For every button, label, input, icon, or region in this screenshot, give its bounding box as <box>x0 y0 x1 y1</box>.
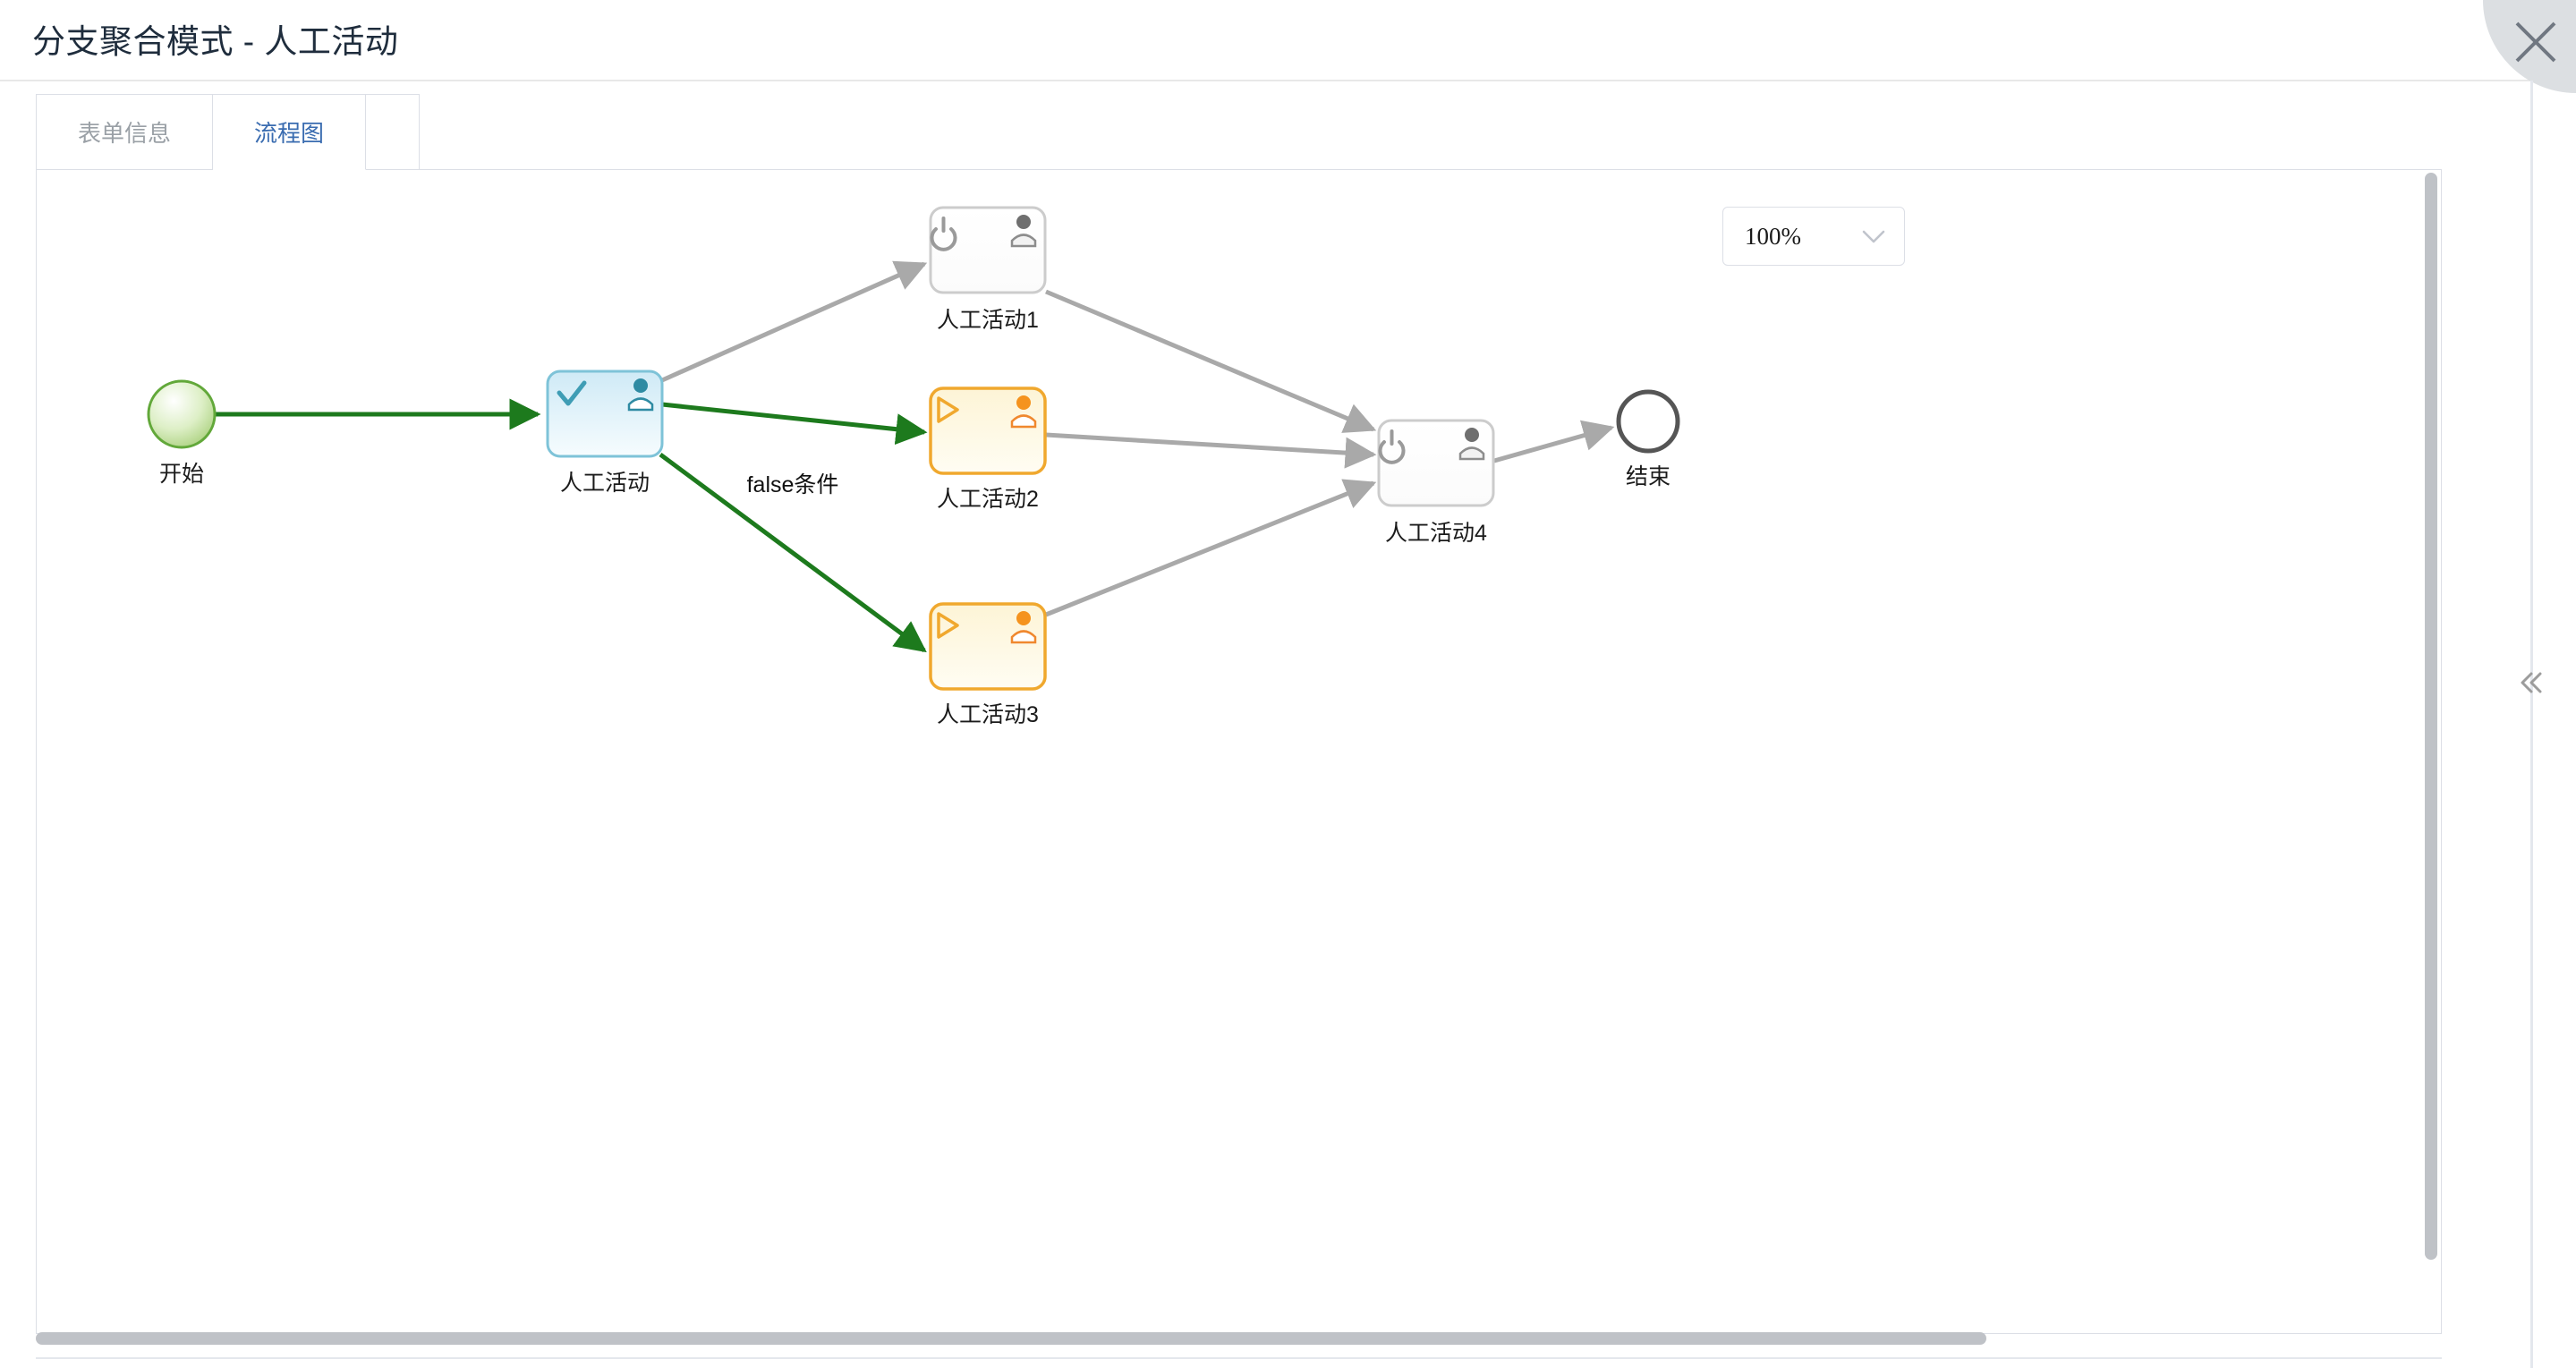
user-icon <box>1010 395 1037 429</box>
node-task-4[interactable] <box>1377 419 1495 507</box>
node-task-main[interactable] <box>546 370 664 458</box>
tab-flow-chart[interactable]: 流程图 <box>213 94 367 170</box>
edge-task-4-to-end <box>1493 420 1615 463</box>
workflow-diagram <box>147 206 1680 691</box>
chevron-down-icon <box>1861 228 1886 251</box>
power-icon <box>1378 429 1406 464</box>
vertical-scrollbar-track[interactable] <box>2421 170 2441 1333</box>
edge-task-3-to-task-4 <box>1045 479 1377 617</box>
user-icon <box>1010 215 1037 248</box>
dialog-header: 分支聚合模式 - 人工活动 <box>0 0 2576 93</box>
node-label-task-3: 人工活动3 <box>937 702 1039 727</box>
node-task-2[interactable] <box>929 387 1047 475</box>
zoom-level-select[interactable]: 100% <box>1722 207 1905 266</box>
node-label-task-2: 人工活动2 <box>937 487 1039 512</box>
user-icon <box>1010 611 1037 644</box>
horizontal-scrollbar-thumb[interactable] <box>36 1332 1986 1345</box>
node-end[interactable] <box>1616 389 1680 454</box>
bottom-divider <box>36 1357 2442 1359</box>
node-label-task-1: 人工活动1 <box>937 308 1039 333</box>
user-icon <box>1458 428 1485 461</box>
edge-layer <box>215 260 1615 653</box>
edge-task-main-to-task-2 <box>661 402 928 446</box>
node-task-1[interactable] <box>929 206 1047 294</box>
edge-task-main-to-task-3 <box>659 452 927 653</box>
user-icon <box>627 378 654 412</box>
node-label-end: 结束 <box>1625 464 1671 489</box>
play-icon <box>937 612 959 639</box>
tab-form-info[interactable]: 表单信息 <box>36 94 214 170</box>
close-button[interactable] <box>2483 0 2576 93</box>
check-icon <box>557 380 587 406</box>
power-icon <box>930 217 957 251</box>
tab-bar: 表单信息 流程图 <box>36 94 421 170</box>
node-label-start: 开始 <box>158 462 205 487</box>
zoom-level-value: 100% <box>1745 222 1801 250</box>
node-start[interactable] <box>147 379 217 449</box>
edge-task-1-to-task-4 <box>1045 289 1377 433</box>
vertical-scrollbar-thumb[interactable] <box>2425 173 2437 1260</box>
node-task-3[interactable] <box>929 602 1047 691</box>
right-panel-divider <box>2530 81 2533 1368</box>
page-title: 分支聚合模式 - 人工活动 <box>32 23 399 60</box>
collapse-panel-button[interactable] <box>2508 658 2555 711</box>
edge-label-false-condition: false条件 <box>746 472 839 497</box>
play-icon <box>937 396 959 423</box>
node-label-task-main: 人工活动 <box>559 471 650 496</box>
edge-task-main-to-task-1 <box>660 260 928 383</box>
edge-task-2-to-task-4 <box>1045 432 1377 469</box>
double-chevron-left-icon <box>2513 665 2549 705</box>
node-label-task-4: 人工活动4 <box>1385 521 1487 546</box>
flowchart-canvas[interactable]: 开始 人工活动 人工活动1 人工活动2 人工活动3 人工活动4 结束 false… <box>36 169 2442 1334</box>
tab-bar-filler <box>366 94 421 170</box>
